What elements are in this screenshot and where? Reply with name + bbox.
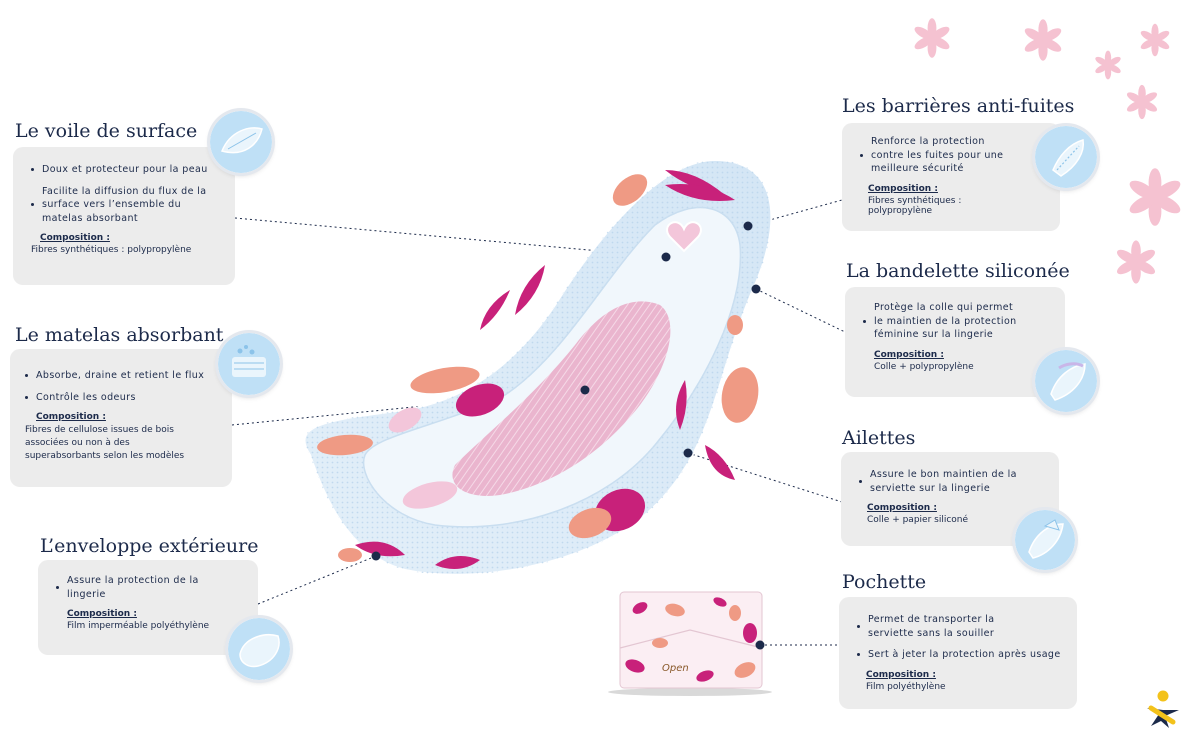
composition-label-ailettes: Composition :: [867, 503, 937, 513]
title-matelas: Le matelas absorbant: [15, 324, 224, 346]
card-barrieres: Renforce la protection contre les fuites…: [842, 123, 1060, 231]
title-ailettes: Ailettes: [842, 427, 916, 449]
composition-bandelette: Colle + polypropylène: [874, 361, 974, 372]
composition-label-pochette: Composition :: [866, 669, 936, 680]
composition-label-enveloppe: Composition :: [67, 609, 137, 619]
card-voile: Doux et protecteur pour la peau Facilite…: [13, 147, 235, 285]
bullet-matelas-1: Absorbe, draine et retient le flux: [25, 369, 222, 383]
bullet-ailettes-1: Assure le bon maintien de la serviette s…: [859, 468, 1019, 495]
bullet-matelas-2: Contrôle les odeurs: [25, 391, 222, 405]
bullet-pochette-1: Permet de transporter la serviette sans …: [857, 613, 1038, 640]
composition-pochette: Film polyéthylène: [866, 681, 946, 692]
pouch-open-label: Open: [662, 663, 689, 674]
wings-icon: [1015, 510, 1075, 570]
title-enveloppe: L’enveloppe extérieure: [40, 535, 259, 557]
bullet-voile-2: Facilite la diffusion du flux de la surf…: [31, 185, 225, 226]
bullet-enveloppe-1: Assure la protection de la lingerie: [56, 574, 217, 601]
bullet-pochette-2: Sert à jeter la protection après usage: [857, 648, 1067, 662]
brand-logo: [1147, 690, 1179, 728]
leak-barrier-icon: [1035, 126, 1097, 188]
silicone-strip-icon: [1035, 350, 1097, 412]
composition-matelas: Fibres de cellulose issues de bois assoc…: [25, 425, 185, 461]
card-pochette: Permet de transporter la serviette sans …: [839, 597, 1077, 709]
bullet-voile-1: Doux et protecteur pour la peau: [31, 163, 225, 177]
composition-enveloppe: Film imperméable polyéthylène: [67, 621, 210, 631]
composition-label-barrieres: Composition :: [868, 183, 938, 194]
bullet-barrieres-1: Renforce la protection contre les fuites…: [860, 135, 1020, 176]
composition-barrieres: Fibres synthétiques : polypropylène: [868, 195, 962, 216]
surface-veil-icon: [210, 111, 272, 173]
card-enveloppe: Assure la protection de la lingerie Comp…: [38, 560, 258, 655]
bullet-bandelette-1: Protège la colle qui permet le maintien …: [863, 301, 1025, 342]
composition-voile: Fibres synthétiques : polypropylène: [31, 245, 192, 255]
absorbent-core-icon: [218, 333, 280, 395]
composition-label-bandelette: Composition :: [874, 349, 944, 360]
title-voile: Le voile de surface: [15, 120, 198, 142]
title-bandelette: La bandelette siliconée: [846, 260, 1070, 282]
composition-label-voile: Composition :: [40, 233, 110, 243]
card-matelas: Absorbe, draine et retient le flux Contr…: [10, 349, 232, 487]
card-bandelette: Protège la colle qui permet le maintien …: [845, 287, 1065, 397]
composition-ailettes: Colle + papier siliconé: [867, 515, 969, 525]
composition-label-matelas: Composition :: [36, 412, 106, 422]
sanitary-pad-illustration: [303, 158, 773, 576]
pouch-illustration: Open: [608, 591, 772, 696]
outer-layer-icon: [228, 618, 290, 680]
title-barrieres: Les barrières anti-fuites: [842, 95, 1075, 117]
title-pochette: Pochette: [842, 571, 927, 593]
